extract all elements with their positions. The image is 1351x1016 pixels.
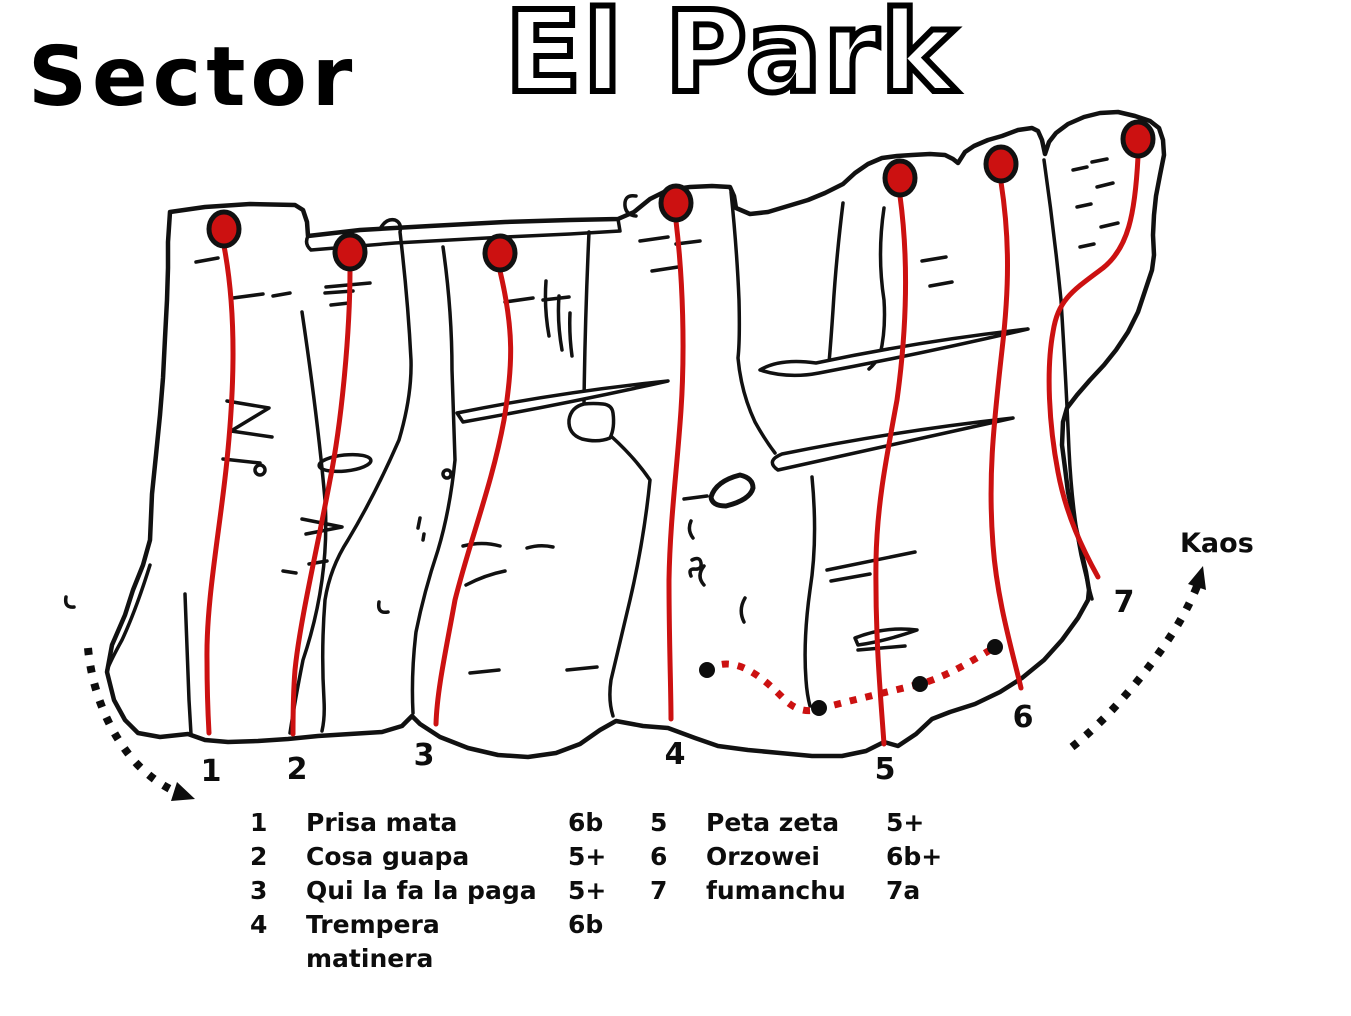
pebble-mark [253, 463, 267, 477]
kaos-sector-label: Kaos [1180, 528, 1254, 559]
legend-row: 4 Trempera matinera 6b [250, 908, 606, 973]
traverse-bolt-dot [699, 662, 715, 678]
legend-row: 5 Peta zeta 5+ [650, 806, 942, 840]
legend-route-number: 6 [650, 842, 668, 871]
legend-column-2: 5 Peta zeta 5+ 6 Orzowei 6b+ 7 fumanchu … [650, 806, 942, 908]
route-6-anchor [983, 144, 1019, 184]
page-title-sector: Sector [28, 30, 358, 125]
legend-route-number: 2 [250, 842, 268, 871]
legend-route-name: Cosa guapa [306, 842, 470, 871]
rock-hole [708, 472, 756, 509]
legend-route-name: fumanchu [706, 876, 846, 905]
legend-column-1: 1 Prisa mata 6b 2 Cosa guapa 5+ 3 Qui la… [250, 806, 606, 973]
route-7-anchor [1120, 119, 1156, 159]
route-1-anchor [206, 209, 242, 249]
legend-route-number: 7 [650, 876, 668, 905]
pocket-mark [317, 452, 373, 474]
route-7-number: 7 [1114, 585, 1135, 620]
rock-squiggle-marks [63, 193, 747, 624]
legend-row: 2 Cosa guapa 5+ [250, 840, 606, 874]
route-5-anchor [882, 158, 918, 198]
route-2-number: 2 [287, 752, 308, 787]
approach-arrow-left-head [171, 782, 195, 801]
pebble-mark [441, 468, 453, 480]
route-3-anchor [482, 233, 518, 273]
legend-route-name: Peta zeta [706, 808, 840, 837]
kaos-arrow [1069, 579, 1203, 751]
legend-route-grade: 5+ [568, 876, 607, 905]
route-5-number: 5 [875, 752, 896, 787]
legend-route-grade: 6b [568, 910, 604, 939]
legend-route-name: Prisa mata [306, 808, 458, 837]
route-7-line [1046, 154, 1141, 580]
traverse-bolt-dot [987, 639, 1003, 655]
legend-route-grade: 6b [568, 808, 604, 837]
rock-notch [567, 401, 616, 443]
roof-flake-line [304, 217, 622, 252]
route-2-anchor [332, 232, 368, 272]
legend-row: 6 Orzowei 6b+ [650, 840, 942, 874]
traverse-bolt-dot [912, 676, 928, 692]
route-1-number: 1 [201, 754, 222, 789]
route-3-number: 3 [414, 738, 435, 773]
route-3-line [433, 268, 514, 727]
route-6-number: 6 [1013, 700, 1034, 735]
legend-route-number: 1 [250, 808, 268, 837]
rock-outline [104, 109, 1167, 760]
ledge-sliver-flakes [455, 327, 1030, 647]
route-1-line [204, 243, 236, 736]
legend-route-name: Trempera matinera [306, 910, 440, 973]
route-2-line [290, 267, 353, 737]
route-4-number: 4 [665, 737, 686, 772]
legend-route-grade: 6b+ [886, 842, 943, 871]
route-4-line [666, 218, 686, 722]
route-4-anchor [658, 183, 694, 223]
rock-crack-lines [105, 158, 1094, 736]
legend-row: 3 Qui la fa la paga 5+ [250, 874, 606, 908]
legend-route-number: 5 [650, 808, 668, 837]
legend-row: 7 fumanchu 7a [650, 874, 942, 908]
kaos-arrow-head [1188, 566, 1206, 590]
traverse-bolt-dot [811, 700, 827, 716]
page-title-sector-name: El Park [502, 0, 958, 121]
legend-route-grade: 5+ [886, 808, 925, 837]
legend-route-number: 3 [250, 876, 268, 905]
legend-row: 1 Prisa mata 6b [250, 806, 606, 840]
legend-route-number: 4 [250, 910, 268, 939]
route-6-line [988, 179, 1024, 691]
route-5-line [873, 193, 909, 747]
legend-route-name: Qui la fa la paga [306, 876, 537, 905]
legend-route-grade: 5+ [568, 842, 607, 871]
legend-route-name: Orzowei [706, 842, 820, 871]
legend-route-grade: 7a [886, 876, 921, 905]
